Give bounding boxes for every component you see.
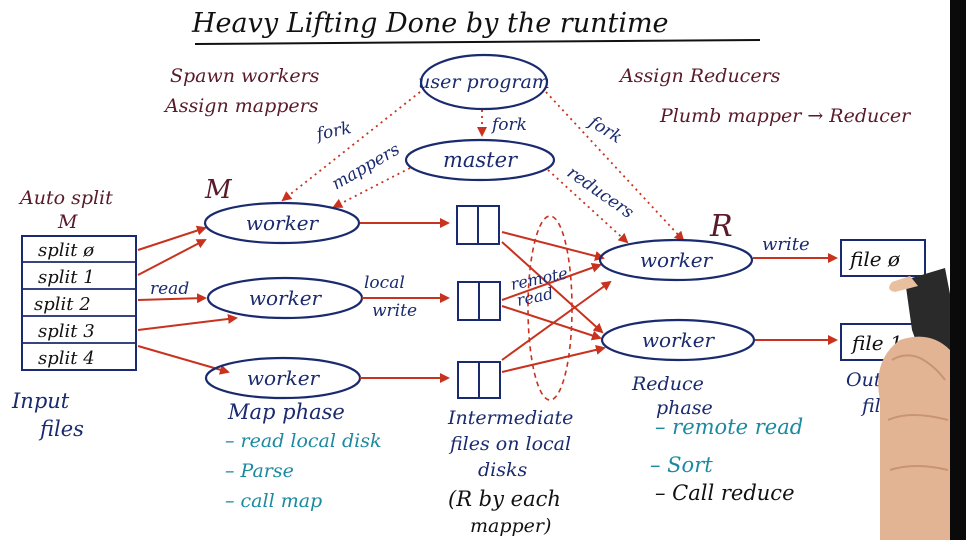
intermediate-file-box [457, 281, 501, 321]
remote-read-arrow [501, 241, 604, 334]
fork-arrow-left [281, 91, 421, 202]
split-table [21, 235, 137, 371]
master-label: master [443, 148, 519, 172]
map-worker-label: worker [249, 286, 323, 310]
title: Heavy Lifting Done by the runtime [191, 8, 669, 39]
intermediate-file-box [457, 361, 501, 399]
map-phase-title: Map phase [227, 400, 345, 424]
reduce-phase-step: – Call reduce [655, 481, 795, 505]
hand-with-marker [878, 268, 955, 540]
map-phase-step: – read local disk [225, 430, 382, 452]
map-worker-label: worker [246, 211, 320, 235]
fork-label-right: fork [584, 111, 626, 148]
intermediate-label: mapper) [470, 515, 551, 537]
intermediate-file-box [456, 205, 500, 245]
reduce-phase-title: Reduce [631, 373, 704, 395]
split-arrow [137, 293, 207, 304]
fork-label-left: fork [313, 118, 353, 145]
fork-label-mid: fork [490, 115, 527, 135]
frame-edge [950, 0, 966, 540]
partition-oval [527, 215, 573, 401]
intermediate-label: files on local [448, 433, 571, 455]
split-row: split 1 [38, 267, 95, 288]
split-arrow [137, 239, 207, 276]
m-letter: M [204, 175, 233, 205]
master-node [404, 138, 556, 182]
map-phase-step: – call map [225, 490, 322, 512]
split-arrow [137, 314, 238, 331]
split-row: split 2 [34, 294, 91, 315]
reduce-worker-node [598, 238, 754, 282]
remote-read-arrow [501, 344, 606, 373]
input-files-label: Input [11, 389, 70, 413]
input-files-label-2: files [38, 417, 84, 441]
reduce-worker-node [600, 318, 756, 362]
intermediate-label: Intermediate [447, 407, 573, 429]
reduce-phase-step: – Sort [650, 453, 713, 477]
remote-read-arrow [501, 280, 612, 361]
note-assign-mappers: Assign mappers [163, 95, 319, 117]
reduce-worker-label: worker [640, 248, 714, 272]
remote-read-arrow [501, 305, 602, 341]
intermediate-label: (R by each [448, 487, 561, 511]
map-phase-step: – Parse [225, 460, 294, 482]
split-row: split ø [38, 240, 95, 261]
write-label: write [762, 234, 810, 255]
map-worker-label: worker [247, 366, 321, 390]
mappers-arrow [332, 167, 411, 208]
reduce-worker-label: worker [642, 328, 716, 352]
split-arrow [137, 345, 230, 375]
split-arrow [137, 225, 207, 251]
output-file-box [840, 239, 926, 277]
local-write-label-2: write [372, 301, 417, 321]
note-spawn-workers: Spawn workers [170, 65, 320, 87]
note-plumb: Plumb mapper → Reducer [659, 105, 912, 127]
reducers-label: reducers [563, 163, 637, 223]
fork-arrow-right [545, 91, 685, 242]
remote-read-arrow [501, 231, 605, 261]
autosplit-m: M [57, 211, 78, 233]
split-row: split 3 [38, 321, 95, 342]
intermediate-label: disks [478, 459, 528, 481]
remote-read-arrow [501, 262, 602, 301]
mappers-label: mappers [329, 139, 404, 194]
reduce-phase-title-2: phase [656, 397, 713, 419]
title-underline [194, 39, 761, 45]
output-file-label: file ø [848, 247, 901, 271]
user-program-label: user program [418, 71, 550, 93]
autosplit-label: Auto split [18, 187, 113, 209]
user-program-node [419, 53, 549, 111]
r-letter: R [709, 209, 733, 244]
map-worker-node [203, 201, 361, 245]
split-row: split 4 [38, 348, 95, 369]
local-write-label: local [364, 273, 405, 293]
read-label: read [150, 279, 189, 299]
reduce-phase-step: – remote read [655, 415, 803, 439]
note-assign-reducers: Assign Reducers [618, 65, 781, 87]
